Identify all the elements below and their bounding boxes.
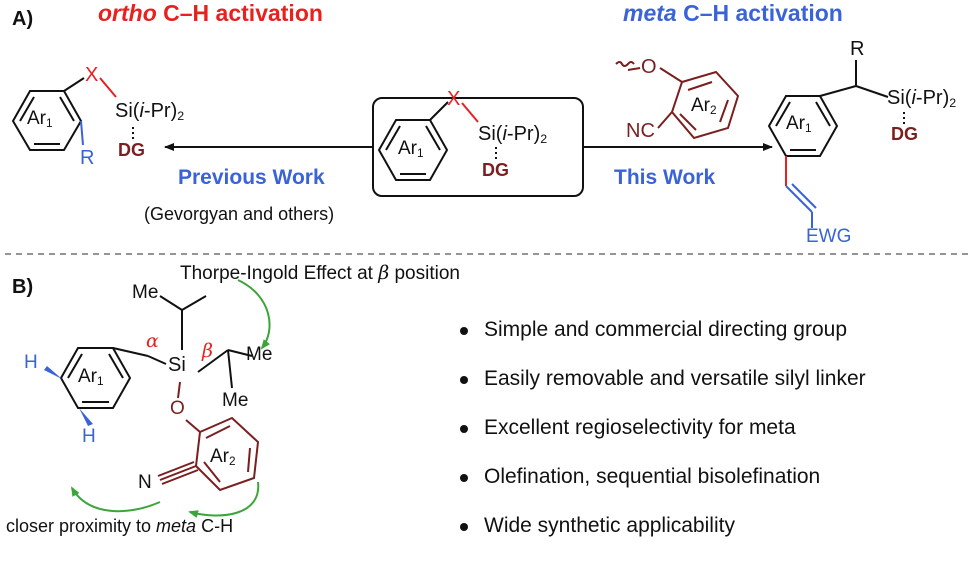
proximity-end: C-H bbox=[196, 516, 234, 536]
substrate-si-ipr: i bbox=[502, 123, 507, 145]
attribution-label: (Gevorgyan and others) bbox=[144, 204, 335, 224]
meta-ewg-label: EWG bbox=[806, 226, 852, 247]
meta-si-sub: 2 bbox=[949, 96, 957, 111]
thorpe-beta: β bbox=[378, 262, 390, 284]
ortho-si-ipr: i bbox=[139, 100, 144, 122]
ortho-si-label: Si(i-Pr)2 bbox=[115, 100, 184, 123]
ortho-ar1-text: Ar bbox=[27, 108, 46, 129]
model-ar2-group bbox=[157, 416, 260, 492]
h-wedge-bottom bbox=[79, 408, 93, 426]
thorpe-ingold-arrow bbox=[237, 279, 271, 350]
reagent-o-label: O bbox=[641, 56, 657, 78]
meta-si-prefix: Si( bbox=[887, 87, 912, 109]
meta-r-label: R bbox=[850, 38, 865, 60]
model-si-label: Si bbox=[168, 354, 186, 376]
meta-heading-rest: C–H activation bbox=[676, 0, 843, 26]
model-h-bottom-label: H bbox=[82, 426, 96, 447]
substrate-si-prefix: Si( bbox=[478, 123, 503, 145]
model-ar2-text: Ar bbox=[210, 446, 229, 467]
model-me-2: Me bbox=[246, 344, 273, 365]
meta-product-structure bbox=[767, 60, 905, 228]
substrate-ar1-label: Ar1 bbox=[398, 138, 424, 160]
substrate-si-suffix: -Pr) bbox=[506, 123, 541, 145]
proximity-em: meta bbox=[156, 516, 197, 536]
model-o-label: O bbox=[170, 398, 185, 419]
substrate-structure bbox=[377, 101, 497, 181]
ortho-si-prefix: Si( bbox=[115, 100, 140, 122]
feature-item: Excellent regioselectivity for meta bbox=[458, 416, 866, 465]
reagent-ar2-sub: 2 bbox=[710, 103, 717, 117]
meta-ar1-label: Ar1 bbox=[786, 113, 812, 135]
panel-b-label: B) bbox=[12, 276, 34, 298]
ortho-si-suffix: -Pr) bbox=[143, 100, 178, 122]
alpha-label: α bbox=[146, 330, 159, 352]
previous-work-label: Previous Work bbox=[178, 166, 325, 189]
ortho-ar1-ring bbox=[11, 90, 83, 151]
ortho-x-label: X bbox=[85, 64, 99, 86]
beta-label: β bbox=[202, 340, 213, 362]
proximity-arrow-right bbox=[188, 481, 260, 518]
model-me-3: Me bbox=[222, 390, 249, 411]
meta-si-suffix: -Pr) bbox=[915, 87, 950, 109]
panel-a-label: A) bbox=[12, 8, 34, 30]
model-ar2-sub: 2 bbox=[229, 454, 236, 468]
ortho-ar1-label: Ar1 bbox=[27, 108, 53, 130]
reagent-ar2-text: Ar bbox=[691, 95, 710, 116]
thorpe-text: Thorpe-Ingold Effect at bbox=[180, 263, 379, 284]
proximity-arrow-left bbox=[71, 486, 161, 513]
reagent-nc-label: NC bbox=[626, 120, 655, 142]
meta-si-ipr: i bbox=[911, 87, 916, 109]
reagent-ar2-label: Ar2 bbox=[691, 95, 717, 117]
model-ar1-label: Ar1 bbox=[78, 366, 104, 388]
ortho-dg-label: DG bbox=[118, 140, 145, 160]
feature-item: Easily removable and versatile silyl lin… bbox=[458, 367, 866, 416]
ortho-ar1-sub: 1 bbox=[46, 116, 53, 130]
meta-heading: meta C–H activation bbox=[623, 0, 843, 27]
substrate-x-label: X bbox=[447, 88, 461, 110]
model-ar2-label: Ar2 bbox=[210, 446, 236, 468]
model-me-1: Me bbox=[132, 282, 159, 303]
proximity-text: closer proximity to bbox=[6, 516, 157, 536]
substrate-si-sub: 2 bbox=[540, 132, 548, 147]
model-ar1-sub: 1 bbox=[97, 374, 104, 388]
ortho-heading-em: ortho bbox=[98, 0, 157, 26]
this-work-label: This Work bbox=[614, 166, 716, 189]
ortho-heading-rest: C–H activation bbox=[156, 0, 323, 26]
feature-item: Wide synthetic applicability bbox=[458, 514, 866, 563]
model-n-label: N bbox=[138, 472, 152, 493]
substrate-ar1-text: Ar bbox=[398, 138, 417, 159]
substrate-si-label: Si(i-Pr)2 bbox=[478, 123, 547, 146]
meta-dg-label: DG bbox=[891, 124, 918, 144]
ortho-heading: ortho C–H activation bbox=[98, 0, 323, 27]
model-substrate-structure bbox=[59, 295, 253, 433]
ortho-product-structure bbox=[11, 77, 134, 151]
substrate-dg-label: DG bbox=[482, 160, 509, 180]
feature-item: Olefination, sequential bisolefination bbox=[458, 465, 866, 514]
thorpe-ingold-label: Thorpe-Ingold Effect at β position bbox=[180, 262, 460, 285]
meta-ar1-sub: 1 bbox=[805, 121, 812, 135]
scheme-graphics bbox=[5, 60, 968, 518]
proximity-label: closer proximity to meta C-H bbox=[6, 516, 233, 537]
model-h-top-label: H bbox=[24, 352, 38, 373]
model-ar1-text: Ar bbox=[78, 366, 97, 387]
wavy-bond-icon bbox=[615, 61, 635, 67]
thorpe-end: position bbox=[389, 263, 460, 284]
ortho-r-label: R bbox=[80, 147, 95, 169]
ortho-si-sub: 2 bbox=[177, 109, 185, 124]
meta-ar1-text: Ar bbox=[786, 113, 805, 134]
meta-si-label: Si(i-Pr)2 bbox=[887, 87, 956, 110]
meta-heading-em: meta bbox=[623, 0, 677, 26]
h-wedge-top bbox=[44, 366, 62, 379]
feature-item: Simple and commercial directing group bbox=[458, 318, 866, 367]
cyanophenoxy-reagent bbox=[615, 61, 740, 140]
feature-list: Simple and commercial directing group Ea… bbox=[458, 318, 866, 563]
substrate-ar1-sub: 1 bbox=[417, 146, 424, 160]
